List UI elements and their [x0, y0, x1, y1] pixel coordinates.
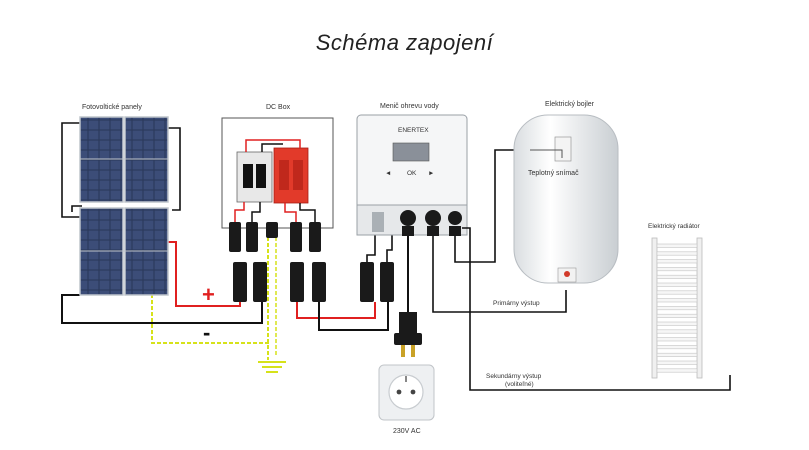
radiator-rung: [656, 306, 698, 311]
minus-sign: -: [203, 320, 210, 345]
radiator-rung: [656, 251, 698, 256]
panels-label: Fotovoltické panely: [82, 104, 142, 111]
radiator-rung: [656, 345, 698, 350]
radiator-rung: [656, 313, 698, 318]
converter-brand: ENERTEX: [398, 127, 429, 134]
radiator-rung: [656, 352, 698, 357]
radiator-rung: [656, 290, 698, 295]
electric-radiator: [651, 237, 703, 379]
electric-boiler: [513, 114, 619, 284]
dc-box: [221, 117, 334, 229]
radiator-rung: [656, 321, 698, 326]
water-heater-converter: ENERTEX ◄ OK ►: [356, 114, 468, 236]
ground-symbol: [258, 361, 286, 373]
temperature-sensor-housing: [554, 136, 572, 162]
sensor-label: Teplotný snímač: [528, 170, 579, 177]
diagram-title: Schéma zapojení: [315, 30, 494, 55]
plus-sign: +: [202, 282, 215, 307]
primary-output-label: Primárny výstup: [493, 300, 540, 307]
secondary-output-optional: (voliteľné): [505, 381, 534, 388]
radiator-rung: [656, 243, 698, 248]
radiator-rung: [656, 337, 698, 342]
radiator-rung: [656, 274, 698, 279]
solar-panels: [79, 116, 169, 296]
mc4-connectors-lower: [233, 262, 394, 302]
radiator-label: Elektrický radiátor: [648, 223, 700, 230]
converter-left-arrow: ◄: [385, 170, 391, 177]
converter-output-wiring: [407, 149, 731, 391]
converter-display: [392, 142, 430, 162]
radiator-rung: [656, 368, 698, 373]
secondary-output-label: Sekundárny výstup: [486, 373, 542, 380]
radiator-rung: [656, 259, 698, 264]
radiator-rung: [656, 298, 698, 303]
radiator-rung: [656, 329, 698, 334]
converter-right-arrow: ►: [428, 170, 434, 177]
converter-label: Menič ohrevu vody: [380, 103, 439, 110]
boiler-label: Elektrický bojler: [545, 101, 595, 108]
converter-ok-button: OK: [407, 170, 417, 177]
wall-socket: [378, 364, 435, 421]
power-plug: [394, 312, 422, 357]
ground-wiring: [151, 225, 286, 373]
radiator-rung: [656, 282, 698, 287]
radiator-rung: [656, 360, 698, 365]
socket-label: 230V AC: [393, 428, 421, 435]
dc-output-wiring: [296, 232, 393, 331]
radiator-rung: [656, 267, 698, 272]
dcbox-label: DC Box: [266, 104, 291, 111]
mc4-connectors-upper: [229, 222, 321, 252]
